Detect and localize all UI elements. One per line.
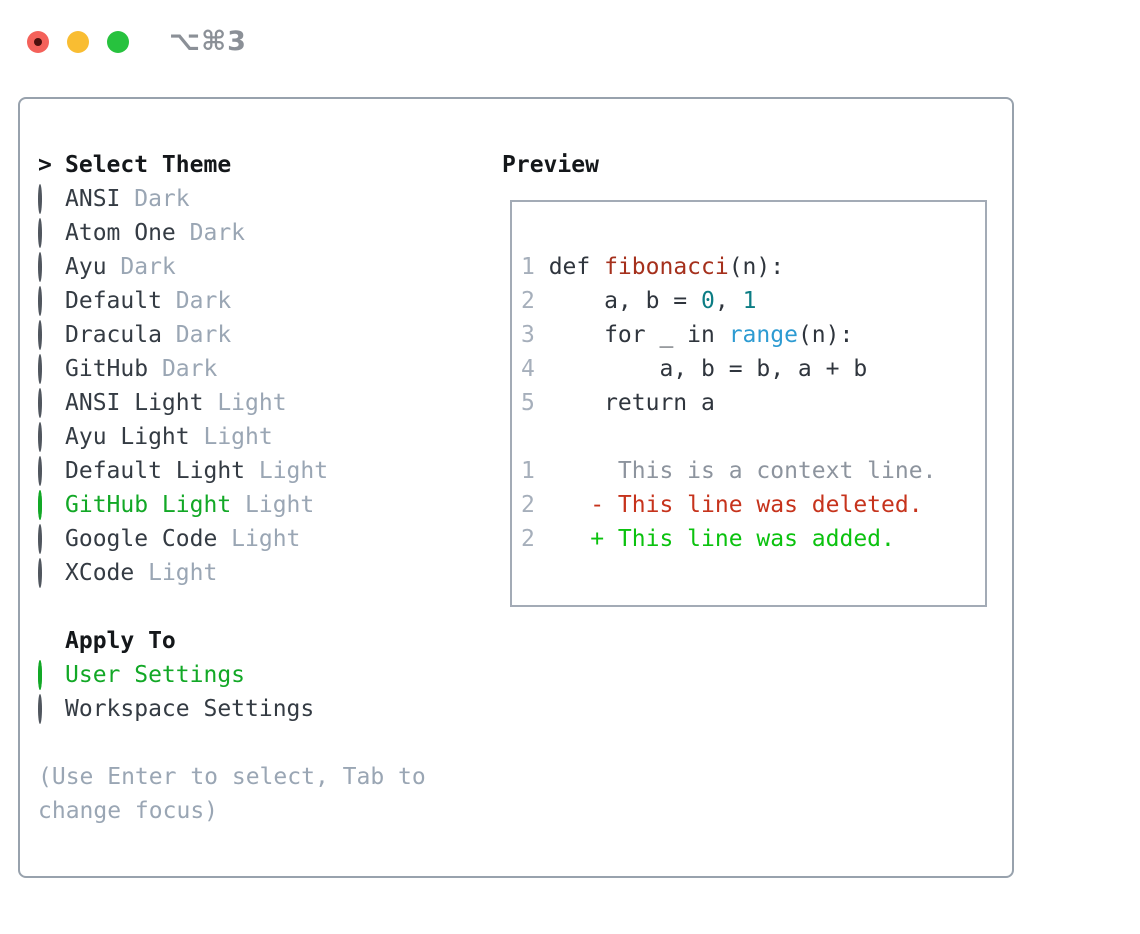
- theme-option-dracula-dark[interactable]: Dracula Dark: [38, 318, 458, 352]
- theme-name: Default Light: [65, 458, 246, 484]
- titlebar: ⌥⌘3: [27, 26, 247, 57]
- number-literal: 1: [742, 288, 757, 314]
- line-number: 1: [521, 458, 535, 484]
- apply-to-header: Apply To: [38, 624, 458, 658]
- apply-option-label: User Settings: [65, 662, 246, 688]
- radio-icon: [38, 524, 42, 554]
- line-number: 2: [521, 288, 535, 314]
- radio-icon: [38, 252, 42, 282]
- radio-icon: [38, 558, 42, 588]
- number-literal: 0: [701, 288, 715, 314]
- radio-icon: [38, 456, 42, 486]
- radio-icon: [38, 320, 42, 350]
- apply-option-workspace-settings[interactable]: Workspace Settings: [38, 692, 458, 726]
- radio-icon: [38, 354, 42, 384]
- theme-name: Ayu Light: [65, 424, 190, 450]
- line-number: 1: [521, 254, 535, 280]
- theme-option-ayu-light[interactable]: Ayu Light Light: [38, 420, 458, 454]
- radio-selected-icon: [38, 660, 42, 690]
- theme-variant: Light: [258, 458, 329, 484]
- theme-variant: Light: [231, 526, 301, 552]
- select-theme-title: Select Theme: [65, 152, 232, 178]
- code-line: 5 return a: [521, 386, 985, 420]
- spacer: [38, 590, 458, 624]
- apply-option-user-settings[interactable]: User Settings: [38, 658, 458, 692]
- window-title: ⌥⌘3: [169, 26, 247, 57]
- theme-variant: Dark: [189, 220, 246, 246]
- line-number: 4: [521, 356, 535, 382]
- theme-option-github-dark[interactable]: GitHub Dark: [38, 352, 458, 386]
- code-line: 3 for _ in range(n):: [521, 318, 985, 352]
- theme-option-github-light[interactable]: GitHub Light Light: [38, 488, 458, 522]
- theme-name: Ayu: [65, 254, 107, 280]
- spacer: [38, 726, 458, 760]
- theme-variant: Dark: [175, 322, 232, 348]
- theme-name: ANSI Light: [65, 390, 204, 416]
- theme-option-xcode[interactable]: XCode Light: [38, 556, 458, 590]
- line-number: 2: [521, 526, 535, 552]
- theme-option-ansi-light[interactable]: ANSI Light Light: [38, 386, 458, 420]
- zoom-button[interactable]: [107, 30, 129, 53]
- line-number: 5: [521, 390, 535, 416]
- close-button[interactable]: [27, 30, 49, 53]
- theme-variant: Light: [203, 424, 273, 450]
- builtin-name: range: [728, 322, 798, 348]
- radio-icon: [38, 286, 42, 316]
- radio-icon: [38, 388, 42, 418]
- function-name: fibonacci: [604, 254, 729, 280]
- radio-icon: [38, 694, 42, 724]
- code-line: 2 a, b = 0, 1: [521, 284, 985, 318]
- theme-variant: Light: [217, 390, 287, 416]
- theme-name: Dracula: [65, 322, 162, 348]
- theme-name: Google Code: [65, 526, 218, 552]
- line-number: 2: [521, 492, 535, 518]
- radio-icon: [38, 422, 42, 452]
- theme-option-ansi-dark[interactable]: ANSI Dark: [38, 182, 458, 216]
- radio-selected-icon: [38, 490, 42, 520]
- theme-option-default-light[interactable]: Default Light Light: [38, 454, 458, 488]
- theme-variant: Light: [148, 560, 218, 586]
- theme-variant: Light: [245, 492, 315, 518]
- apply-to-title: Apply To: [65, 628, 176, 654]
- theme-name: GitHub Light: [65, 492, 232, 518]
- theme-option-google-code[interactable]: Google Code Light: [38, 522, 458, 556]
- theme-name: Atom One: [65, 220, 176, 246]
- theme-option-atom-one-dark[interactable]: Atom One Dark: [38, 216, 458, 250]
- line-number: 3: [521, 322, 535, 348]
- theme-name: GitHub: [65, 356, 149, 382]
- cursor-prompt-icon: >: [38, 152, 52, 178]
- code-line: 4 a, b = b, a + b: [521, 352, 985, 386]
- theme-variant: Dark: [175, 288, 232, 314]
- apply-option-label: Workspace Settings: [65, 696, 315, 722]
- theme-name: XCode: [65, 560, 135, 586]
- radio-icon: [38, 184, 42, 214]
- radio-icon: [38, 218, 42, 248]
- minimize-button[interactable]: [67, 30, 89, 53]
- keyboard-hint: (Use Enter to select, Tab to change focu…: [38, 764, 426, 824]
- diff-context-line: 1 This is a context line.: [521, 454, 985, 488]
- theme-option-ayu-dark[interactable]: Ayu Dark: [38, 250, 458, 284]
- theme-variant: Dark: [120, 254, 176, 280]
- select-theme-header: > Select Theme: [38, 148, 458, 182]
- theme-variant: Dark: [161, 356, 218, 382]
- blank-line: [521, 420, 985, 454]
- diff-deleted-line: 2 - This line was deleted.: [521, 488, 985, 522]
- theme-variant: Dark: [134, 186, 190, 212]
- diff-added-line: 2 + This line was added.: [521, 522, 985, 556]
- preview-title: Preview: [502, 152, 599, 178]
- theme-name: Default: [65, 288, 162, 314]
- theme-name: ANSI: [65, 186, 121, 212]
- theme-option-default-dark[interactable]: Default Dark: [38, 284, 458, 318]
